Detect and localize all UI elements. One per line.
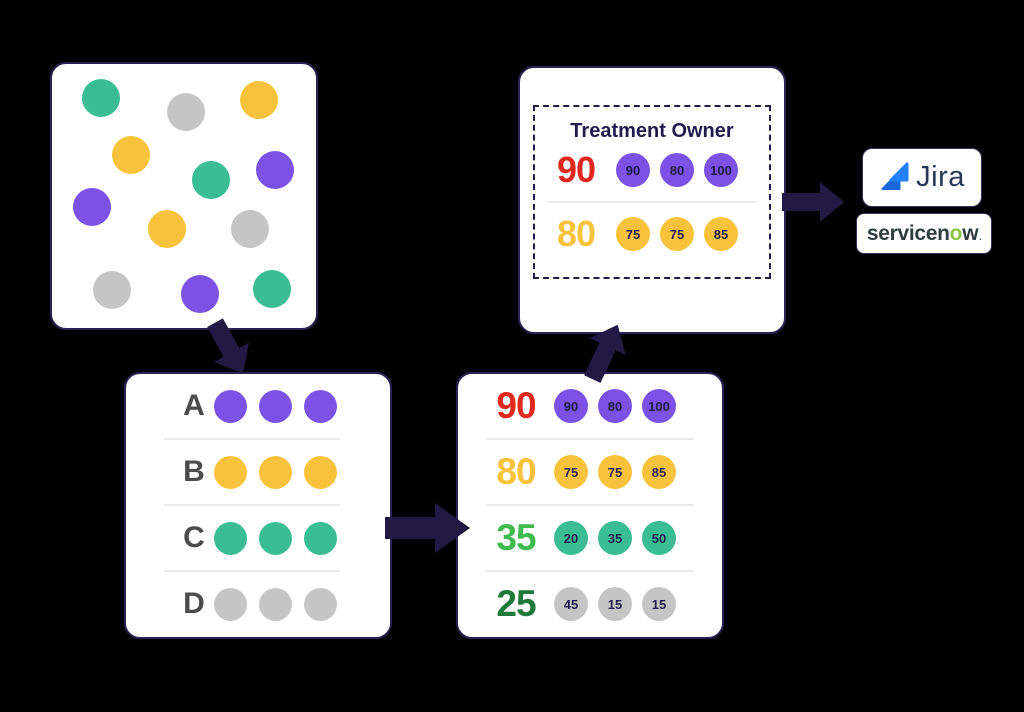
dot-group: 75 75 85 — [554, 455, 676, 489]
gray-dot — [214, 587, 247, 621]
purple-dot — [259, 389, 292, 423]
score-value: 80 — [556, 213, 596, 254]
group-row-B: B — [126, 440, 390, 504]
group-row-A: A — [126, 374, 390, 438]
purple-dot: 100 — [704, 153, 738, 187]
jira-icon — [879, 160, 909, 195]
treatment-owner-title: Treatment Owner — [570, 120, 734, 142]
green-dot: 50 — [642, 521, 676, 555]
purple-dot — [256, 151, 294, 189]
yellow-dot: 75 — [616, 217, 650, 251]
servicenow-green-o: o — [949, 221, 963, 245]
right-arrow-icon — [385, 500, 470, 556]
dot-group — [214, 455, 337, 489]
gray-dot — [93, 271, 131, 309]
gray-dot: 15 — [642, 587, 676, 621]
treatment-owner-rows: 90 90 80 100 80 75 75 85 — [535, 145, 769, 259]
up-right-arrow-icon — [572, 316, 637, 389]
gray-dot: 15 — [598, 587, 632, 621]
dot-group: 20 35 50 — [554, 521, 676, 555]
gray-dot — [231, 210, 269, 248]
dot-group — [214, 587, 337, 621]
unscored-items-card — [50, 62, 318, 330]
yellow-dot: 75 — [660, 217, 694, 251]
servicenow-trademark-dot: . — [979, 232, 982, 242]
score-value: 90 — [496, 385, 536, 426]
group-label: D — [183, 587, 205, 620]
purple-dot — [304, 389, 337, 423]
score-value: 80 — [496, 451, 536, 492]
purple-dot — [214, 389, 247, 423]
yellow-dot — [214, 455, 247, 489]
yellow-dot — [240, 81, 278, 119]
purple-dot: 80 — [660, 153, 694, 187]
dot-group: 90 80 100 — [554, 389, 676, 423]
gray-dot — [259, 587, 292, 621]
yellow-dot: 75 — [598, 455, 632, 489]
yellow-dot: 75 — [554, 455, 588, 489]
yellow-dot — [259, 455, 292, 489]
jira-wordmark: Jira — [916, 161, 965, 193]
purple-dot: 90 — [616, 153, 650, 187]
green-dot — [82, 79, 120, 117]
purple-dot: 80 — [598, 389, 632, 423]
group-row-C: C — [126, 506, 390, 570]
score-value: 90 — [556, 149, 596, 190]
score-value: 25 — [496, 583, 536, 624]
green-dot — [259, 521, 292, 555]
yellow-dot — [304, 455, 337, 489]
gray-dot: 45 — [554, 587, 588, 621]
group-label: A — [183, 389, 205, 422]
jira-logo: Jira — [862, 148, 982, 207]
right-arrow-to-tools-icon — [782, 180, 844, 224]
servicenow-text-left: servicen — [866, 221, 950, 245]
yellow-dot — [148, 210, 186, 248]
green-dot: 20 — [554, 521, 588, 555]
row-divider — [486, 570, 694, 572]
score-row-90: 90 90 80 100 — [535, 145, 769, 195]
green-dot — [214, 521, 247, 555]
group-label: B — [183, 455, 205, 488]
score-row-90: 90 90 80 100 — [458, 374, 722, 438]
row-divider — [164, 438, 340, 440]
dot-group: 45 15 15 — [554, 587, 676, 621]
dot-group: 90 80 100 — [616, 153, 738, 187]
dot-group — [214, 389, 337, 423]
row-divider — [164, 570, 340, 572]
servicenow-text-right: w — [962, 221, 979, 245]
scored-items-card: 90 90 80 100 80 75 75 85 35 20 35 50 25 45 15 15 — [456, 372, 724, 639]
yellow-dot: 85 — [704, 217, 738, 251]
yellow-dot: 85 — [642, 455, 676, 489]
green-dot — [304, 521, 337, 555]
group-label: C — [183, 521, 205, 554]
purple-dot — [181, 275, 219, 313]
green-dot: 35 — [598, 521, 632, 555]
group-row-D: D — [126, 572, 390, 636]
score-row-25: 25 45 15 15 — [458, 572, 722, 636]
dot-group — [214, 521, 337, 555]
green-dot — [192, 161, 230, 199]
purple-dot: 100 — [642, 389, 676, 423]
row-divider — [486, 438, 694, 440]
score-row-80: 80 75 75 85 — [458, 440, 722, 504]
purple-dot — [73, 188, 111, 226]
down-right-arrow-icon — [196, 312, 263, 384]
green-dot — [253, 270, 291, 308]
dot-group: 75 75 85 — [616, 217, 738, 251]
score-row-80: 80 75 75 85 — [535, 209, 769, 259]
treatment-owner-panel: Treatment Owner 90 90 80 100 80 75 75 85 — [533, 105, 771, 279]
treatment-owner-card: Treatment Owner 90 90 80 100 80 75 75 85 — [518, 66, 786, 334]
row-divider — [164, 504, 340, 506]
score-row-35: 35 20 35 50 — [458, 506, 722, 570]
row-divider — [486, 504, 694, 506]
gray-dot — [304, 587, 337, 621]
score-value: 35 — [496, 517, 536, 558]
gray-dot — [167, 93, 205, 131]
yellow-dot — [112, 136, 150, 174]
row-divider — [548, 201, 757, 203]
purple-dot: 90 — [554, 389, 588, 423]
